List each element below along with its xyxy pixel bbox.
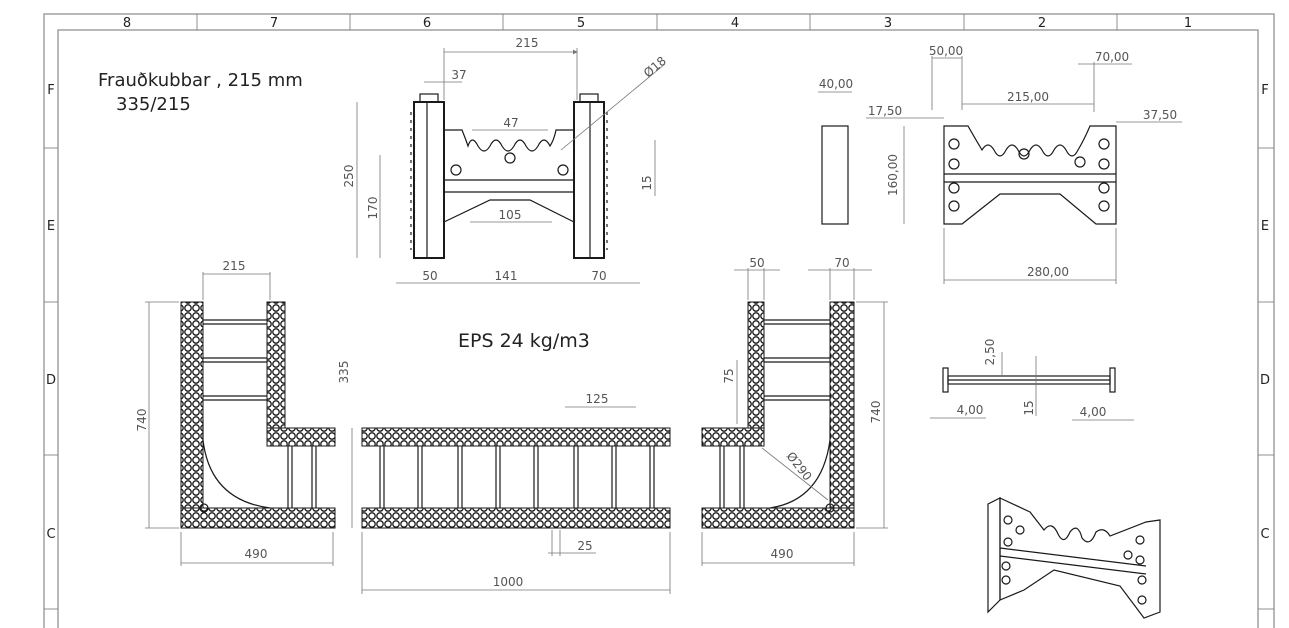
zone-col-7: 7 — [270, 16, 278, 31]
dim-front-bottom-left: 50 — [422, 269, 437, 283]
dim-detail-right-edge: 37,50 — [1143, 108, 1177, 122]
dim-corner-left-top: 215 — [223, 259, 246, 273]
side-view: 40,00 — [818, 77, 853, 225]
dim-corner-right-offset: 75 — [722, 368, 736, 383]
dim-corner-left-bottom: 490 — [245, 547, 268, 561]
dim-corner-right-top-left: 50 — [749, 256, 764, 270]
dim-straight-gap: 25 — [577, 539, 592, 553]
zone-col-4: 4 — [731, 16, 739, 31]
zone-row-right-d: D — [1260, 373, 1270, 388]
dim-front-slot-pitch: 47 — [503, 116, 518, 130]
dim-detail-left-edge: 17,50 — [868, 104, 902, 118]
dim-corner-right-radius: Ø290 — [784, 449, 815, 483]
dim-detail-total: 280,00 — [1027, 265, 1069, 279]
dim-front-hole-dia: Ø18 — [641, 54, 669, 81]
dim-straight-pitch: 125 — [586, 392, 609, 406]
dim-side-width: 40,00 — [819, 77, 853, 91]
corner-block-right: 50 70 75 Ø290 740 490 — [701, 256, 888, 566]
zone-row-right-e: E — [1261, 219, 1269, 234]
dim-front-height-inner: 170 — [366, 197, 380, 220]
material-label: EPS 24 kg/m3 — [458, 330, 590, 352]
zone-col-5: 5 — [577, 16, 585, 31]
corner-block-left: 215 740 490 — [135, 259, 336, 566]
dim-front-width: 215 — [516, 36, 539, 50]
dim-front-bottom-mid: 141 — [495, 269, 518, 283]
dim-detail-top-right: 70,00 — [1095, 50, 1129, 64]
dim-corner-right-height: 740 — [869, 401, 883, 424]
dim-corner-left-height: 740 — [135, 409, 149, 432]
dim-detail-top-left: 50,00 — [929, 44, 963, 58]
dim-corner-right-bottom: 490 — [771, 547, 794, 561]
zone-col-3: 3 — [884, 16, 892, 31]
isometric-view — [987, 497, 1161, 619]
dim-front-height-total: 250 — [342, 165, 356, 188]
dim-front-tab-height: 15 — [640, 175, 654, 190]
zone-row-right-f: F — [1261, 83, 1268, 98]
dim-front-bottom-right: 70 — [591, 269, 606, 283]
top-view: 2,50 4,00 15 4,00 — [930, 339, 1134, 421]
dim-straight-length: 1000 — [493, 575, 524, 589]
dim-front-left-offset: 37 — [451, 68, 466, 82]
zone-row-right-c: C — [1260, 527, 1269, 542]
straight-block: 335 125 25 1000 — [337, 361, 671, 594]
sheet-frame — [43, 13, 1275, 628]
zone-col-2: 2 — [1038, 16, 1046, 31]
dim-front-brace-width: 105 — [499, 208, 522, 222]
drawing-title: Frauðkubbar , 215 mm — [98, 70, 303, 91]
zone-col-8: 8 — [123, 16, 131, 31]
zone-columns: 8 7 6 5 4 3 2 1 — [123, 16, 1192, 31]
dim-straight-height: 335 — [337, 361, 351, 384]
detail-view: 50,00 70,00 215,00 17,50 37,50 160,00 28… — [866, 44, 1182, 284]
dim-top-flange: 2,50 — [983, 339, 997, 366]
drawing-subtitle: 335/215 — [116, 94, 191, 115]
zone-col-1: 1 — [1184, 16, 1192, 31]
zone-rows: F E D C F E D C — [46, 83, 1270, 542]
zone-row-left-f: F — [47, 83, 54, 98]
dim-top-middle: 15 — [1022, 400, 1036, 415]
front-view: 215 37 47 Ø18 250 170 15 105 50 141 70 — [342, 36, 669, 284]
dim-corner-right-top-right: 70 — [834, 256, 849, 270]
zone-col-6: 6 — [423, 16, 431, 31]
dim-detail-height: 160,00 — [886, 154, 900, 196]
dim-detail-inner: 215,00 — [1007, 90, 1049, 104]
zone-row-left-d: D — [46, 373, 56, 388]
zone-row-left-e: E — [47, 219, 55, 234]
zone-row-left-c: C — [46, 527, 55, 542]
dim-top-right: 4,00 — [1080, 405, 1107, 419]
dim-top-left: 4,00 — [957, 403, 984, 417]
